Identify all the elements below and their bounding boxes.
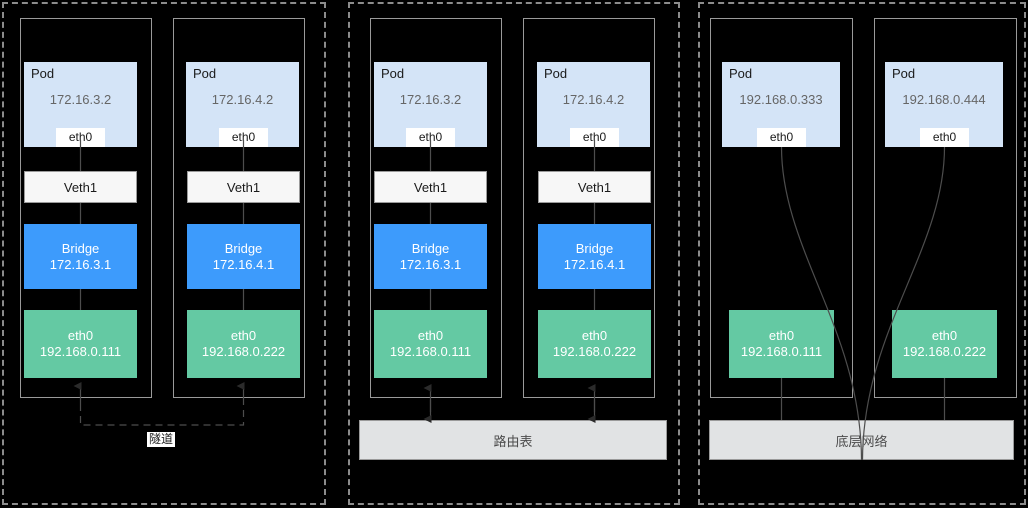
pod-ip: 192.168.0.333 [739, 92, 823, 107]
pod-eth0-tag: eth0 [570, 128, 619, 147]
routing-table-bar: 路由表 [359, 420, 667, 460]
bridge-box: Bridge 172.16.3.1 [374, 224, 487, 289]
underlay-network-bar: 底层网络 [709, 420, 1014, 460]
pod-eth0-tag: eth0 [406, 128, 455, 147]
nic-name: eth0 [230, 328, 257, 343]
pod-title: Pod [729, 66, 753, 81]
bridge-ip: 172.16.3.1 [49, 256, 112, 272]
nic-ip: 192.168.0.111 [39, 344, 122, 359]
pod-eth0-tag: eth0 [219, 128, 268, 147]
bridge-ip: 172.16.3.1 [399, 256, 462, 272]
nic-box: eth0 192.168.0.222 [892, 310, 997, 378]
nic-name: eth0 [417, 328, 444, 343]
pod-title: Pod [31, 66, 55, 81]
nic-box: eth0 192.168.0.111 [729, 310, 834, 378]
tunnel-label: 隧道 [147, 432, 176, 447]
veth-box: Veth1 [24, 171, 137, 203]
node-box-routing-2 [523, 18, 655, 398]
nic-box: eth0 192.168.0.222 [538, 310, 651, 378]
nic-name: eth0 [931, 328, 958, 343]
pod-ip: 192.168.0.444 [902, 92, 986, 107]
veth-box: Veth1 [538, 171, 651, 203]
bridge-box: Bridge 172.16.4.1 [187, 224, 300, 289]
bridge-name: Bridge [61, 240, 100, 256]
nic-name: eth0 [67, 328, 94, 343]
veth-box: Veth1 [374, 171, 487, 203]
pod-title: Pod [193, 66, 217, 81]
section-routing [348, 2, 680, 505]
bridge-ip: 172.16.4.1 [212, 256, 275, 272]
pod-ip: 172.16.4.2 [211, 92, 274, 107]
pod-title: Pod [381, 66, 405, 81]
veth-box: Veth1 [187, 171, 300, 203]
nic-ip: 192.168.0.111 [389, 344, 472, 359]
nic-name: eth0 [768, 328, 795, 343]
nic-ip: 192.168.0.222 [552, 344, 637, 359]
bridge-box: Bridge 172.16.3.1 [24, 224, 137, 289]
node-box-overlay-2 [173, 18, 305, 398]
pod-title: Pod [544, 66, 568, 81]
pod-eth0-tag: eth0 [920, 128, 969, 147]
pod-ip: 172.16.4.2 [562, 92, 625, 107]
pod-ip: 172.16.3.2 [49, 92, 112, 107]
bridge-name: Bridge [575, 240, 614, 256]
bridge-ip: 172.16.4.1 [563, 256, 626, 272]
nic-ip: 192.168.0.222 [902, 344, 987, 359]
section-overlay [2, 2, 326, 505]
pod-eth0-tag: eth0 [757, 128, 806, 147]
nic-ip: 192.168.0.222 [201, 344, 286, 359]
nic-name: eth0 [581, 328, 608, 343]
node-box-routing-1 [370, 18, 502, 398]
bridge-name: Bridge [411, 240, 450, 256]
section-underlay [698, 2, 1026, 505]
pod-ip: 172.16.3.2 [399, 92, 462, 107]
bridge-box: Bridge 172.16.4.1 [538, 224, 651, 289]
pod-title: Pod [892, 66, 916, 81]
nic-box: eth0 192.168.0.222 [187, 310, 300, 378]
node-box-overlay-1 [20, 18, 152, 398]
bridge-name: Bridge [224, 240, 263, 256]
nic-ip: 192.168.0.111 [740, 344, 823, 359]
nic-box: eth0 192.168.0.111 [24, 310, 137, 378]
nic-box: eth0 192.168.0.111 [374, 310, 487, 378]
pod-eth0-tag: eth0 [56, 128, 105, 147]
